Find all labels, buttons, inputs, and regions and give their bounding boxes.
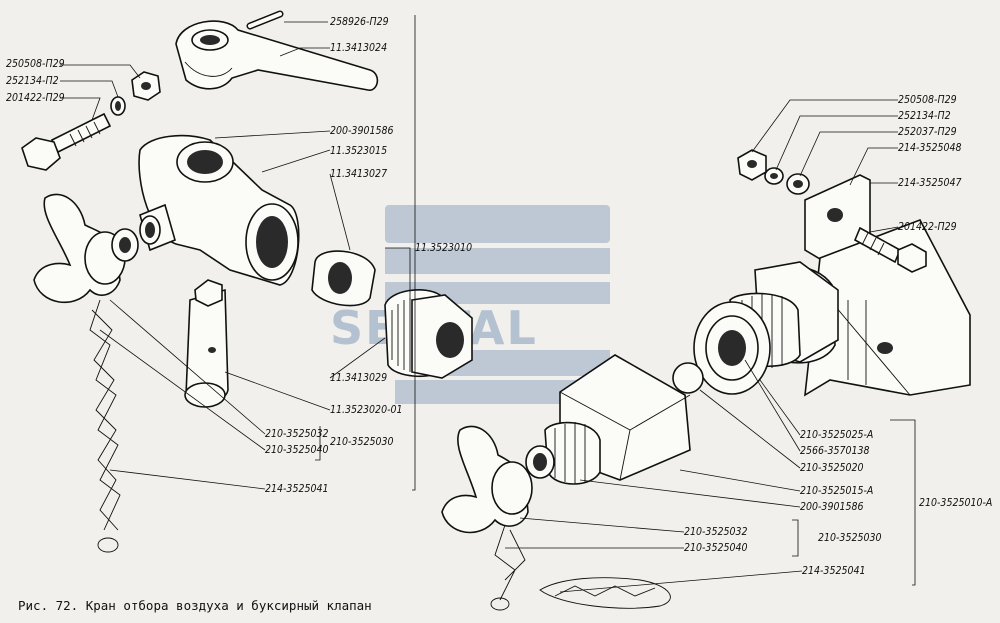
part-label: 11.3413024 xyxy=(330,42,388,54)
part-label: 210-3525030 xyxy=(330,436,394,448)
bolt-part-right xyxy=(853,226,927,273)
towing-valve-housing-part xyxy=(693,261,839,395)
pin-part xyxy=(246,10,284,30)
hex-fitting-part xyxy=(384,289,473,379)
figure-caption: Рис. 72. Кран отбора воздуха и буксирный… xyxy=(18,598,372,613)
part-label: 200-3901586 xyxy=(330,125,394,137)
leader-lines xyxy=(60,15,916,593)
shaft-part xyxy=(184,279,229,408)
part-label: 210-3525010-А xyxy=(919,497,993,509)
part-label: 214-3525041 xyxy=(265,483,329,495)
spring-washer-part xyxy=(764,167,784,185)
bracket-part xyxy=(804,174,971,397)
bolt-part xyxy=(21,112,112,171)
part-label: 2566-3570138 xyxy=(800,445,870,457)
nut-part-right xyxy=(737,149,767,181)
part-label: 250508-П29 xyxy=(898,94,957,106)
part-label: 11.3523020-01 xyxy=(330,404,403,416)
coupling-hex-part xyxy=(525,354,691,485)
part-label: 210-3525025-А xyxy=(800,429,874,441)
part-label: 11.3523015 xyxy=(330,145,388,157)
part-label: 210-3525032 xyxy=(265,428,329,440)
part-label: 210-3525040 xyxy=(265,444,329,456)
part-label: 210-3525030 xyxy=(818,532,882,544)
valve-body-part xyxy=(138,134,300,286)
part-label: 252037-П29 xyxy=(898,126,957,138)
part-label: 201422-П29 xyxy=(898,221,957,233)
part-label: 250508-П29 xyxy=(6,58,65,70)
part-label: 11.3413029 xyxy=(330,372,388,384)
part-label: 214-3525048 xyxy=(898,142,962,154)
part-label: 210-3525032 xyxy=(684,526,748,538)
part-label: 252134-П2 xyxy=(898,110,951,122)
part-label: 258926-П29 xyxy=(330,16,389,28)
chain-part-right xyxy=(490,524,671,611)
part-label: 11.3523010 xyxy=(415,242,473,254)
part-label: 210-3525015-А xyxy=(800,485,874,497)
flat-washer-part xyxy=(786,173,810,195)
wing-nut-part xyxy=(33,193,139,304)
nut-part xyxy=(131,71,161,101)
chain-part xyxy=(89,299,121,553)
part-label: 200-3901586 xyxy=(800,501,864,513)
part-label: 201422-П29 xyxy=(6,92,65,104)
part-label: 214-3525047 xyxy=(898,177,962,189)
part-label: 11.3413027 xyxy=(330,168,388,180)
part-label: 252134-П2 xyxy=(6,75,59,87)
part-label: 210-3525040 xyxy=(684,542,748,554)
washer-part xyxy=(110,96,126,116)
wing-nut-part-right xyxy=(441,425,533,534)
lever-handle-part xyxy=(175,20,379,91)
part-label: 210-3525020 xyxy=(800,462,864,474)
ball-part xyxy=(672,362,704,394)
part-label: 214-3525041 xyxy=(802,565,866,577)
cock-plug-part xyxy=(311,250,376,307)
